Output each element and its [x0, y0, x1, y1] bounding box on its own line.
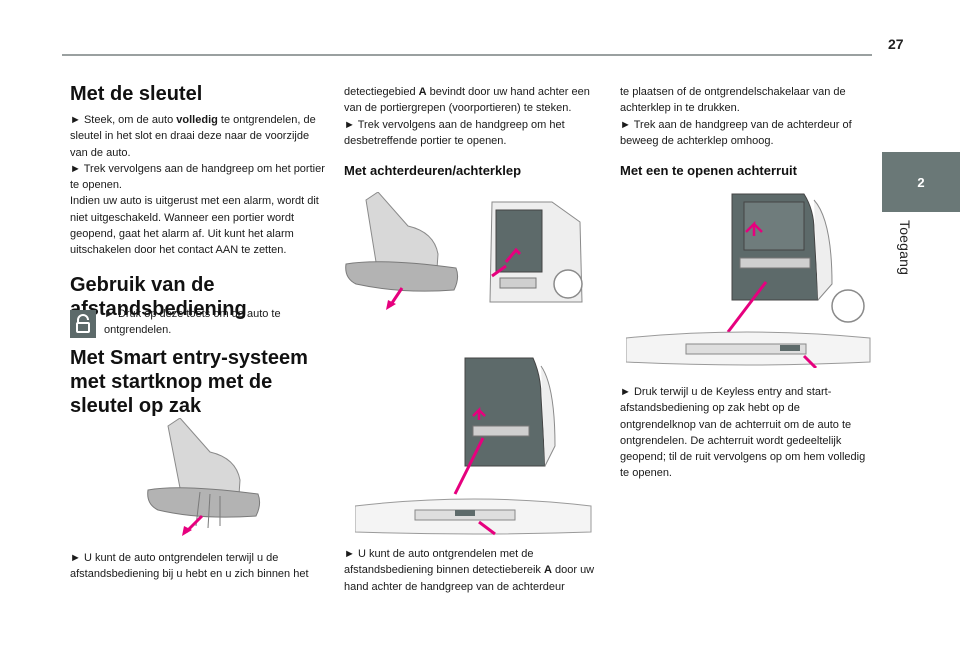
- paragraph-pull-handle: ► Trek vervolgens aan de handgreep om he…: [70, 162, 325, 192]
- paragraph-detection-zone: detectiegebied A bevindt door uw hand ac…: [344, 86, 590, 115]
- column-3: te plaatsen of de ontgrendelschakelaar v…: [620, 84, 875, 178]
- chapter-tab[interactable]: 2: [882, 152, 960, 212]
- heading-rear-window: Met een te openen achterruit: [620, 163, 797, 179]
- paragraph-pull-door: ► Trek vervolgens aan de handgreep om he…: [344, 118, 565, 147]
- column-2: detectiegebied A bevindt door uw hand ac…: [344, 84, 600, 178]
- paragraph-alarm: Indien uw auto is uitgerust met een alar…: [70, 195, 319, 257]
- header-rule: [62, 54, 872, 56]
- heading-rear-doors: Met achterdeuren/achterklep: [344, 163, 522, 179]
- tailgate-illustration: [355, 357, 592, 536]
- paragraph-rear-window: ► Druk terwijl u de Keyless entry and st…: [620, 386, 866, 480]
- heading-smart-entry: Met Smart entry-systeem met startknop me…: [70, 347, 308, 417]
- rear-window-illustration: [626, 193, 871, 368]
- page-number: 27: [888, 36, 904, 52]
- column-1: Met de sleutel ► Steek, om de auto volle…: [70, 82, 328, 321]
- paragraph-switch: te plaatsen of de ontgrendelschakelaar v…: [620, 86, 846, 115]
- rear-door-illustration: [345, 192, 583, 310]
- paragraph-smart-entry: ► U kunt de auto ontgrendelen terwijl u …: [70, 552, 309, 581]
- chapter-number: 2: [917, 174, 925, 190]
- heading-met-de-sleutel: Met de sleutel: [70, 83, 203, 105]
- smart-entry-block: Met Smart entry-systeem met startknop me…: [70, 346, 328, 418]
- unlock-icon: [70, 310, 96, 338]
- paragraph-rear-unlock: ► U kunt de auto ontgrendelen met de afs…: [344, 548, 595, 593]
- chapter-label: Toegang: [897, 220, 913, 276]
- remote-unlock-text: ► Druk op deze toets om de auto te ontgr…: [104, 308, 281, 337]
- paragraph-key-unlock: ► Steek, om de auto volledig te ontgrend…: [70, 114, 316, 159]
- heading-remote: Gebruik van de afstandsbediening: [70, 273, 247, 320]
- hand-remote-illustration-1: [147, 418, 261, 536]
- paragraph-lift-tailgate: ► Trek aan de handgreep van de achterdeu…: [620, 118, 852, 147]
